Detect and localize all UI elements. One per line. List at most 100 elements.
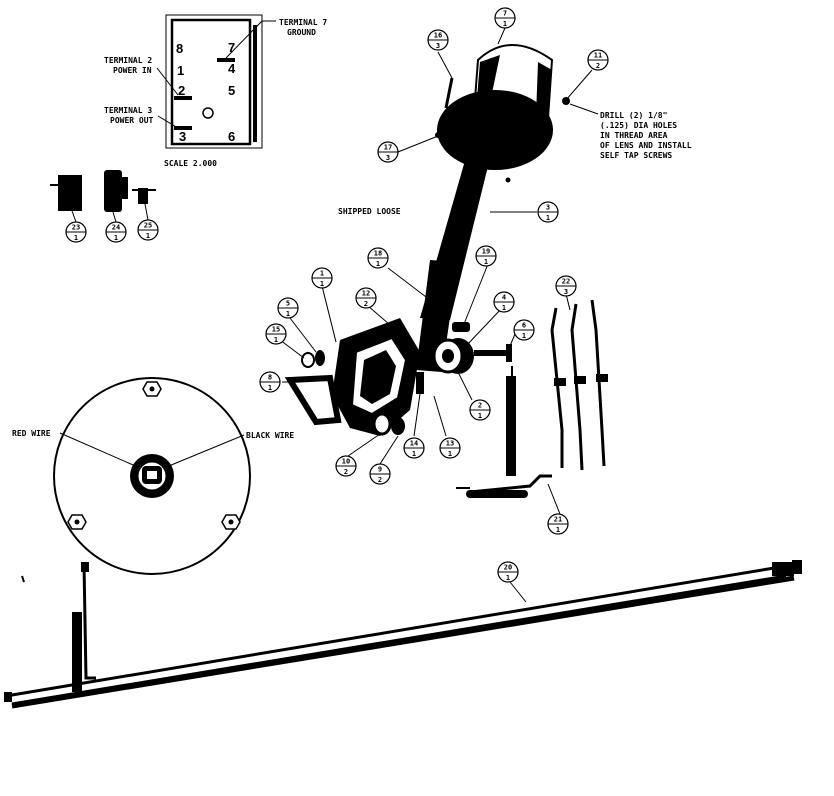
balloon-item-number: 11 <box>594 52 602 60</box>
terminal-number-2: 2 <box>178 83 185 98</box>
balloon-quantity: 1 <box>412 450 416 458</box>
drill-note-line-5: SELF TAP SCREWS <box>600 151 672 160</box>
item-balloons: 7116311217331231241251181191115112222341… <box>65 7 609 583</box>
balloon-item-18: 181 <box>367 247 389 269</box>
leader-21 <box>547 483 561 515</box>
balloon-item-14: 141 <box>403 437 425 459</box>
leader-23 <box>71 210 77 223</box>
balloon-item-13: 131 <box>439 437 461 459</box>
terminal-3-tab <box>174 126 192 130</box>
terminal-number-8: 8 <box>176 41 183 56</box>
balloon-quantity: 1 <box>556 526 560 534</box>
balloon-quantity: 1 <box>146 232 150 240</box>
balloon-quantity: 1 <box>74 234 78 242</box>
balloon-item-22: 223 <box>555 275 577 297</box>
switch-pivot <box>202 107 214 119</box>
drill-note-line-3: IN THREAD AREA <box>600 131 668 140</box>
switch-face <box>170 18 252 146</box>
terminal-3-sublabel: POWER OUT <box>110 116 154 125</box>
lens-shading-right <box>536 62 552 116</box>
balloon-quantity: 1 <box>376 260 380 268</box>
terminal-7-leader <box>225 20 276 59</box>
switch-detail: 8 1 2 3 7 4 5 6 TERMINAL 7 GROUND TERMIN… <box>104 14 327 168</box>
lamp-housing <box>437 90 553 170</box>
balloon-item-4: 41 <box>493 291 515 313</box>
connector-25-body <box>138 188 148 204</box>
harness-21 <box>456 366 561 515</box>
harness-20-tick <box>21 575 25 583</box>
balloon-item-19: 191 <box>475 245 497 267</box>
balloon-item-16: 163 <box>427 29 449 51</box>
balloon-item-24: 241 <box>105 221 127 243</box>
balloon-item-number: 13 <box>446 440 454 448</box>
scale-label: SCALE 2.000 <box>164 159 217 168</box>
harness-21-bundle <box>466 490 528 498</box>
balloon-quantity: 3 <box>436 42 440 50</box>
terminal-number-7: 7 <box>228 40 235 55</box>
balloon-item-20: 201 <box>497 561 519 583</box>
balloon-quantity: 3 <box>386 154 390 162</box>
leader-17 <box>397 135 439 153</box>
terminal-2-tab <box>174 96 192 100</box>
terminal-7-tab <box>217 58 235 62</box>
terminal-7-label: TERMINAL 7 <box>279 18 327 27</box>
balloon-quantity: 1 <box>502 304 506 312</box>
balloon-item-number: 14 <box>410 440 418 448</box>
black-wire-label: BLACK WIRE <box>246 431 294 440</box>
balloon-quantity: 1 <box>522 332 526 340</box>
clip-19 <box>452 322 470 332</box>
harness-20-end-connector <box>772 562 794 576</box>
handle-loop-8 <box>284 374 342 426</box>
balloon-quantity: 1 <box>114 234 118 242</box>
balloon-item-number: 8 <box>268 374 272 382</box>
harness-20-coil <box>72 612 82 692</box>
balloon-quantity: 1 <box>484 258 488 266</box>
harness-20-bundle <box>11 575 795 709</box>
harness-20-branch-end <box>81 562 89 572</box>
balloon-item-number: 15 <box>272 326 280 334</box>
leader-7 <box>497 27 506 45</box>
terminal-number-6: 6 <box>228 129 235 144</box>
pivot-hub <box>442 349 454 363</box>
leader-4 <box>465 307 503 347</box>
harness-20-cable-upper <box>5 565 781 698</box>
shipped-loose-note: SHIPPED LOOSE <box>338 207 401 216</box>
leader-10 <box>347 433 381 457</box>
terminal-2-label: TERMINAL 2 <box>104 56 152 65</box>
terminal-number-3: 3 <box>179 129 186 144</box>
wire-leads-22 <box>550 293 608 471</box>
balloon-item-number: 6 <box>522 322 526 330</box>
balloon-item-number: 22 <box>562 278 570 286</box>
wire-lead-a-terminal <box>554 378 566 386</box>
balloon-quantity: 1 <box>274 336 278 344</box>
terminal-2-sublabel: POWER IN <box>113 66 152 75</box>
wire-lead-c-terminal <box>596 374 608 382</box>
washer-10 <box>372 412 392 436</box>
wire-lead-b <box>570 303 584 471</box>
balloon-quantity: 1 <box>268 384 272 392</box>
terminal-number-4: 4 <box>228 61 236 76</box>
balloon-quantity: 1 <box>503 20 507 28</box>
balloon-item-number: 10 <box>342 458 350 466</box>
leader-9 <box>379 435 399 465</box>
drill-note-line-2: (.125) DIA HOLES <box>600 121 677 130</box>
drill-note-line-4: OF LENS AND INSTALL <box>600 141 692 150</box>
leader-2 <box>457 371 473 401</box>
terminal-3-label: TERMINAL 3 <box>104 106 152 115</box>
balloon-quantity: 1 <box>546 214 550 222</box>
leader-16 <box>437 51 453 79</box>
balloon-item-number: 2 <box>478 402 482 410</box>
balloon-quantity: 1 <box>320 280 324 288</box>
washer-15 <box>301 352 315 368</box>
leader-13 <box>433 395 447 437</box>
stem-lower <box>416 260 458 372</box>
leader-drill <box>569 103 599 115</box>
switch-body-outline <box>165 14 263 149</box>
balloon-item-15: 151 <box>265 323 287 345</box>
balloon-item-number: 1 <box>320 270 324 278</box>
balloon-item-6: 61 <box>513 319 535 341</box>
balloon-item-number: 12 <box>362 290 370 298</box>
leader-18 <box>387 267 431 301</box>
balloon-item-9: 92 <box>369 463 391 485</box>
